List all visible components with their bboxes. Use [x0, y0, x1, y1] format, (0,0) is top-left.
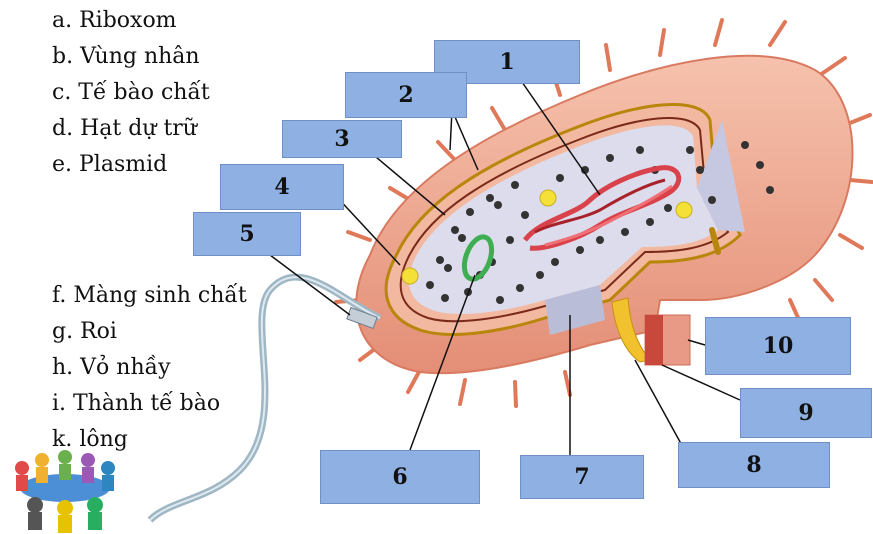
- term-d: d. Hạt dự trữ: [52, 111, 210, 147]
- term-k: k. lông: [52, 422, 247, 458]
- label-box-3[interactable]: 3: [282, 120, 402, 158]
- people-meeting-icon: [15, 450, 115, 533]
- label-box-10[interactable]: 10: [705, 317, 851, 375]
- label-box-5[interactable]: 5: [193, 212, 301, 256]
- label-box-8[interactable]: 8: [678, 442, 830, 488]
- term-f: f. Màng sinh chất: [52, 278, 247, 314]
- term-h: h. Vỏ nhầy: [52, 350, 247, 386]
- label-box-4[interactable]: 4: [220, 164, 344, 210]
- term-b: b. Vùng nhân: [52, 39, 210, 75]
- label-box-6[interactable]: 6: [320, 450, 480, 504]
- term-list-bottom: f. Màng sinh chất g. Roi h. Vỏ nhầy i. T…: [52, 278, 247, 458]
- term-list-top: a. Riboxom b. Vùng nhân c. Tế bào chất d…: [52, 3, 210, 183]
- term-e: e. Plasmid: [52, 147, 210, 183]
- label-box-9[interactable]: 9: [740, 388, 872, 438]
- term-g: g. Roi: [52, 314, 247, 350]
- label-box-7[interactable]: 7: [520, 455, 644, 499]
- label-box-2[interactable]: 2: [345, 72, 467, 118]
- term-i: i. Thành tế bào: [52, 386, 247, 422]
- term-a: a. Riboxom: [52, 3, 210, 39]
- term-c: c. Tế bào chất: [52, 75, 210, 111]
